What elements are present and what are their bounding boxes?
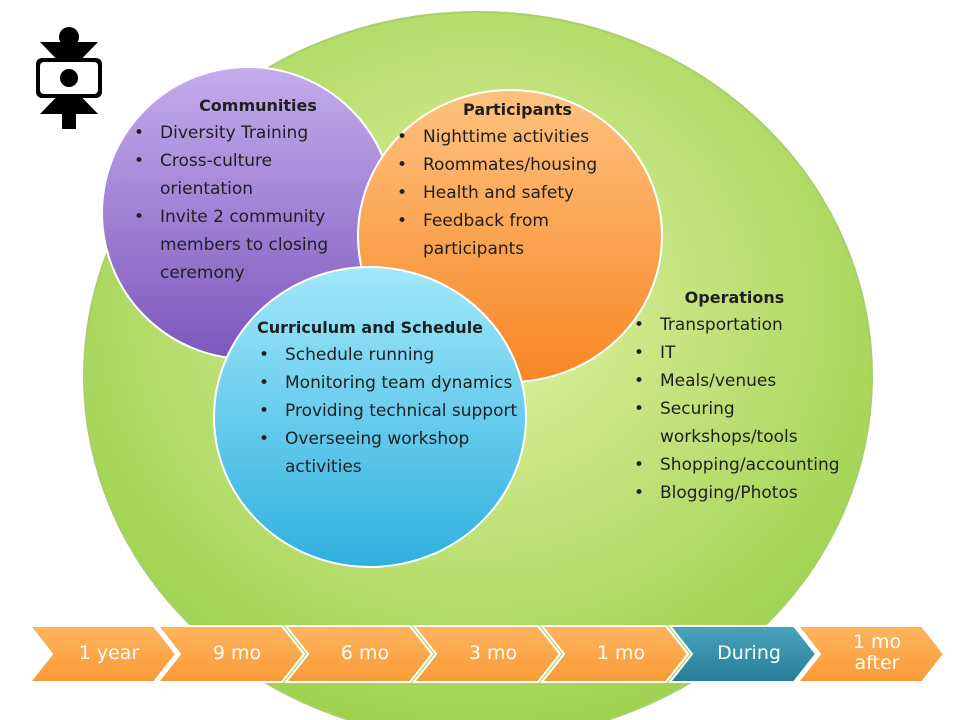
operations-item: Shopping/accounting — [632, 451, 840, 479]
timeline-step-label: During — [717, 642, 781, 664]
timeline-step-4 — [539, 625, 690, 683]
participants-item: Roommates/housing — [395, 151, 630, 179]
curriculum-section: Curriculum and Schedule Schedule running… — [257, 318, 519, 481]
operations-item: Transportation — [632, 311, 837, 339]
timeline-step-6 — [795, 625, 946, 683]
timeline-step-1 — [155, 625, 306, 683]
communities-item: Cross-culture orientation — [132, 147, 354, 203]
communities-section: Communities Diversity Training Cross-cul… — [132, 96, 354, 287]
communities-title: Communities — [199, 96, 317, 115]
participants-section: Participants Nighttime activities Roomma… — [395, 100, 630, 263]
curriculum-item: Monitoring team dynamics — [257, 369, 519, 397]
operations-section: Operations Transportation IT Meals/venue… — [632, 288, 840, 507]
timeline-step-label: 3 mo — [468, 642, 518, 664]
timeline-step-label: 1 mo — [596, 642, 646, 664]
participants-item: Nighttime activities — [395, 123, 630, 151]
timeline-step-label: 9 mo — [212, 642, 262, 664]
curriculum-title: Curriculum and Schedule — [257, 318, 484, 337]
communities-item: Diversity Training — [132, 119, 354, 147]
participants-item: Feedback from participants — [395, 207, 630, 263]
curriculum-item: Overseeing workshop activities — [257, 425, 519, 481]
operations-title: Operations — [684, 288, 785, 307]
curriculum-item: Schedule running — [257, 341, 519, 369]
timeline — [27, 625, 946, 683]
timeline-step-5 — [667, 625, 818, 683]
curriculum-item: Providing technical support — [257, 397, 519, 425]
operations-item: Securing workshops/tools — [632, 395, 837, 451]
timeline-step-label: 1 year — [78, 642, 140, 664]
operations-item: IT — [632, 339, 837, 367]
operations-item: Meals/venues — [632, 367, 837, 395]
timeline-step-label: 1 mo after — [852, 631, 902, 674]
timeline-step-3 — [411, 625, 562, 683]
timeline-step-2 — [283, 625, 434, 683]
communities-item: Invite 2 community members to closing ce… — [132, 203, 354, 287]
idds-logo-icon — [36, 27, 102, 129]
timeline-step-label: 6 mo — [340, 642, 390, 664]
timeline-step-0 — [27, 625, 178, 683]
participants-title: Participants — [463, 100, 572, 119]
participants-item: Health and safety — [395, 179, 630, 207]
operations-item: Blogging/Photos — [632, 479, 837, 507]
